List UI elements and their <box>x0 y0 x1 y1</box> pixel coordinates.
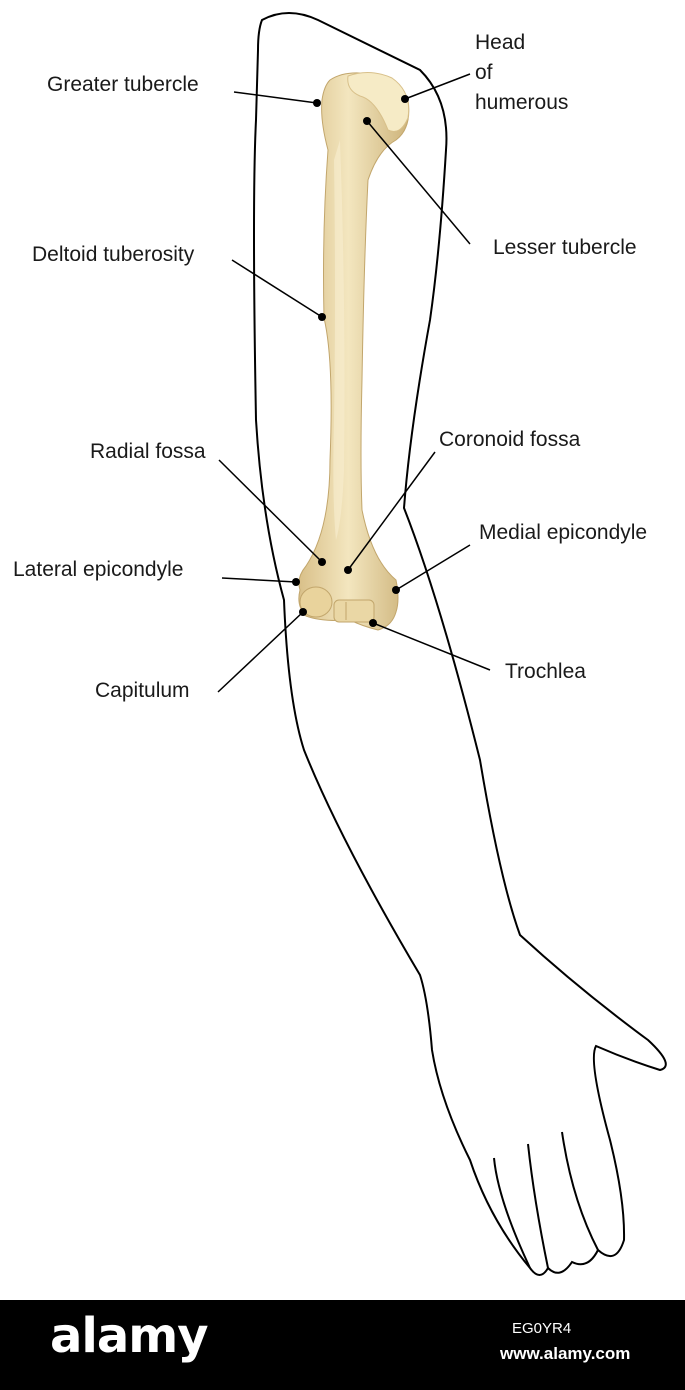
shaft-highlight <box>333 140 345 540</box>
leader-lateral-epicondyle <box>221 577 297 583</box>
site-url: www.alamy.com <box>500 1344 631 1363</box>
leader-medial-epicondyle <box>395 544 471 591</box>
label-medial-epicondyle: Medial epicondyle <box>479 521 648 544</box>
label-capitulum: Capitulum <box>95 679 190 702</box>
finger-line <box>561 1131 599 1251</box>
finger-line <box>527 1143 549 1269</box>
arm-diagram <box>217 12 667 1276</box>
leader-lesser-tubercle <box>366 120 471 245</box>
label-deltoid-tuberosity: Deltoid tuberosity <box>32 243 195 266</box>
label-coronoid-fossa: Coronoid fossa <box>439 428 581 451</box>
finger-line <box>493 1157 531 1269</box>
trochlea-shape <box>333 599 375 623</box>
leader-trochlea <box>372 622 491 671</box>
brand-logo: alamy <box>50 1308 209 1364</box>
label-radial-fossa: Radial fossa <box>90 440 206 463</box>
point-lateral-epicondyle <box>292 578 300 586</box>
point-lesser-tubercle <box>363 117 371 125</box>
point-trochlea <box>369 619 377 627</box>
point-deltoid-tuberosity <box>318 313 326 321</box>
label-head-line2: of <box>475 61 493 84</box>
humerus-bone <box>298 72 410 631</box>
capitulum-shape <box>299 586 333 618</box>
leader-coronoid-fossa <box>347 451 436 571</box>
leader-radial-fossa <box>218 459 323 563</box>
leader-greater-tubercle <box>233 91 318 104</box>
point-medial-epicondyle <box>392 586 400 594</box>
humeral-head <box>347 72 410 132</box>
label-head-line3: humerous <box>475 91 569 114</box>
leader-capitulum <box>217 611 304 693</box>
arm-outline <box>253 12 667 1276</box>
watermark-footer: alamy EG0YR4 www.alamy.com <box>0 1300 685 1390</box>
label-lateral-epicondyle: Lateral epicondyle <box>13 558 184 581</box>
point-capitulum <box>299 608 307 616</box>
label-lesser-tubercle: Lesser tubercle <box>493 236 637 259</box>
label-trochlea: Trochlea <box>505 660 586 683</box>
label-head: Head of humerous <box>475 28 568 118</box>
point-radial-fossa <box>318 558 326 566</box>
label-head-line1: Head <box>475 31 526 54</box>
label-greater-tubercle: Greater tubercle <box>47 73 199 96</box>
point-head <box>401 95 409 103</box>
point-greater-tubercle <box>313 99 321 107</box>
stock-id: EG0YR4 <box>512 1320 572 1337</box>
point-coronoid-fossa <box>344 566 352 574</box>
leader-head <box>404 73 471 100</box>
leader-deltoid-tuberosity <box>231 259 323 318</box>
